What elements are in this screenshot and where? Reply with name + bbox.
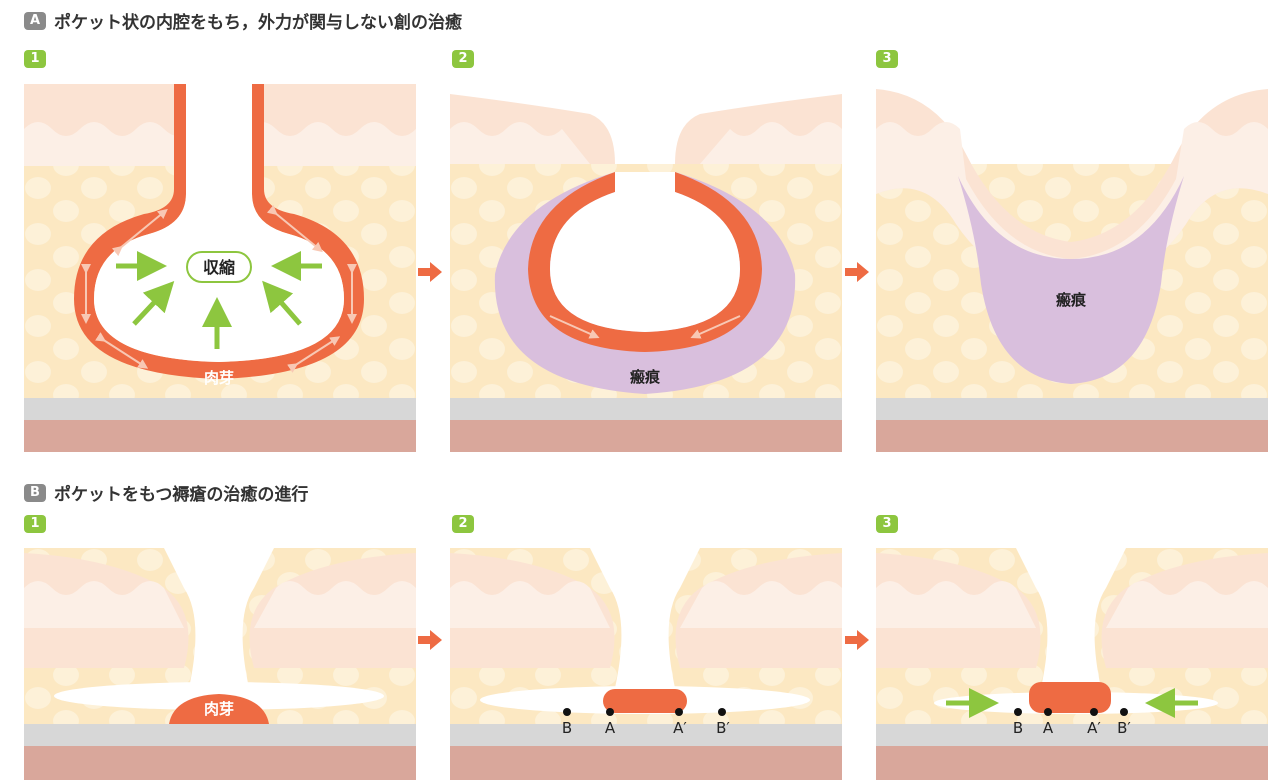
point-a-prime-label-b2: A′: [667, 719, 693, 737]
section-a-badge: A: [24, 12, 46, 30]
step-arrow-b1-b2: [418, 630, 444, 650]
point-b-label-b3: B: [1008, 719, 1028, 737]
step-badge-a3: 3: [876, 50, 898, 68]
section-a-heading: ポケット状の内腔をもち，外力が関与しない創の治癒: [54, 8, 462, 33]
step-badge-a2: 2: [452, 50, 474, 68]
point-a-label-b3: A: [1038, 719, 1058, 737]
step-badge-b1: 1: [24, 515, 46, 533]
step-badge-b2: 2: [452, 515, 474, 533]
panel-b3: B A A′ B′: [876, 548, 1268, 780]
scar-label-a3: 瘢痕: [1036, 289, 1106, 310]
step-arrow-b2-b3: [845, 630, 871, 650]
panel-b1: 肉芽: [24, 548, 416, 780]
step-badge-a1: 1: [24, 50, 46, 68]
section-b-title: B ポケットをもつ褥瘡の治癒の進行: [24, 480, 308, 505]
step-arrow-a2-a3: [845, 262, 871, 282]
panel-a1: 収縮 肉芽: [24, 84, 416, 452]
panel-a2: 瘢痕: [450, 84, 842, 452]
panel-a3: 瘢痕: [876, 84, 1268, 452]
step-badge-b3: 3: [876, 515, 898, 533]
point-a-prime-label-b3: A′: [1081, 719, 1107, 737]
point-b-label-b2: B: [557, 719, 577, 737]
shrink-label: 収縮: [187, 254, 251, 278]
granulation-label-a1: 肉芽: [189, 367, 249, 388]
section-a-title: A ポケット状の内腔をもち，外力が関与しない創の治癒: [24, 8, 462, 33]
section-b-badge: B: [24, 484, 46, 502]
panel-b2: B A A′ B′: [450, 548, 842, 780]
step-arrow-a1-a2: [418, 262, 444, 282]
point-b-prime-label-b2: B′: [710, 719, 736, 737]
point-a-label-b2: A: [600, 719, 620, 737]
granulation-label-b1: 肉芽: [189, 698, 249, 719]
scar-label-a2: 瘢痕: [610, 366, 680, 387]
point-b-prime-label-b3: B′: [1111, 719, 1137, 737]
section-b-heading: ポケットをもつ褥瘡の治癒の進行: [54, 480, 308, 505]
